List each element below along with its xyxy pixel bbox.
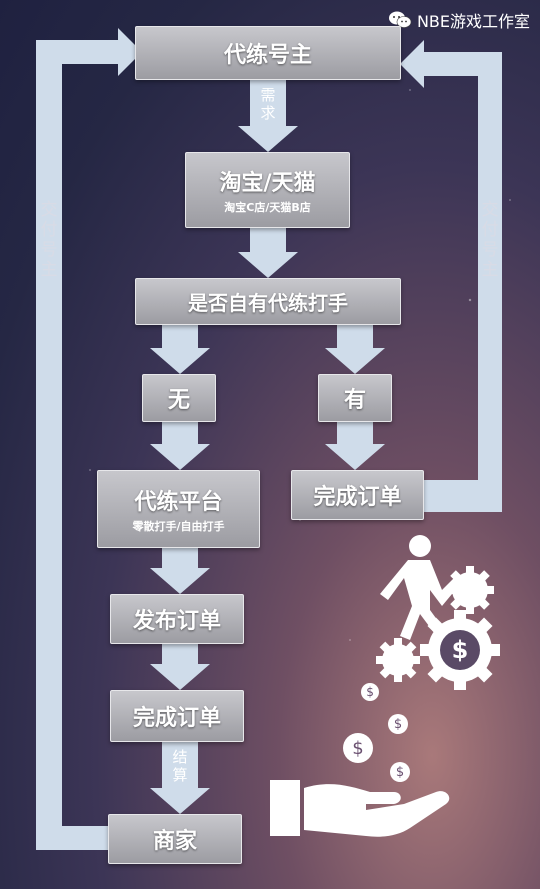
coin-icon: $ bbox=[343, 733, 373, 763]
arrow-publish-to-complete bbox=[150, 644, 210, 690]
arrow-no-to-platform bbox=[150, 422, 210, 470]
arrow-top-to-taobao bbox=[238, 80, 298, 152]
node-subtitle: 零散打手/自由打手 bbox=[132, 520, 225, 533]
watermark-text: NBE游戏工作室 bbox=[416, 12, 530, 31]
svg-text:$: $ bbox=[452, 636, 469, 664]
node-title: 是否自有代练打手 bbox=[188, 291, 348, 315]
node-account-owner: 代练号主 bbox=[135, 26, 401, 80]
wechat-icon bbox=[388, 11, 412, 28]
watermark: NBE游戏工作室 bbox=[388, 8, 530, 32]
label-deliver-left: 交付号主 bbox=[40, 200, 58, 280]
gear-icon: $ bbox=[420, 610, 500, 690]
coin-icon: $ bbox=[390, 762, 410, 782]
coin-icon: $ bbox=[361, 683, 379, 701]
arrow-question-to-yes bbox=[325, 325, 385, 374]
node-title: 完成订单 bbox=[132, 706, 221, 731]
svg-text:$: $ bbox=[396, 765, 404, 780]
svg-text:$: $ bbox=[394, 717, 402, 732]
node-platform: 代练平台 零散打手/自由打手 bbox=[97, 470, 260, 548]
node-title: 淘宝/天猫 bbox=[219, 171, 316, 196]
gear-icon bbox=[376, 638, 420, 682]
label-deliver-right: 交付号主 bbox=[481, 200, 499, 280]
node-no: 无 bbox=[142, 374, 216, 422]
label-demand: 需求 bbox=[260, 86, 276, 122]
node-title: 无 bbox=[167, 388, 190, 413]
hand-icon bbox=[270, 780, 450, 837]
node-merchant: 商家 bbox=[108, 814, 242, 864]
svg-text:$: $ bbox=[352, 738, 363, 759]
arrow-question-to-no bbox=[150, 325, 210, 374]
node-title: 商家 bbox=[152, 829, 197, 854]
arrow-left-loop bbox=[36, 28, 142, 850]
arrow-complete-to-merchant bbox=[150, 742, 210, 814]
node-complete-right: 完成订单 bbox=[291, 470, 424, 520]
node-yes: 有 bbox=[318, 374, 392, 422]
node-taobao: 淘宝/天猫 淘宝C店/天猫B店 bbox=[185, 152, 350, 228]
node-title: 有 bbox=[343, 388, 366, 413]
node-question: 是否自有代练打手 bbox=[135, 278, 401, 325]
running-man-icon bbox=[380, 535, 462, 640]
label-settle: 结算 bbox=[172, 748, 188, 784]
gear-icon bbox=[446, 566, 494, 614]
node-title: 代练平台 bbox=[134, 490, 223, 515]
node-publish: 发布订单 bbox=[110, 594, 244, 644]
node-title: 代练号主 bbox=[223, 43, 312, 68]
node-title: 完成订单 bbox=[313, 485, 402, 510]
arrow-right-loop bbox=[400, 40, 502, 512]
node-complete-left: 完成订单 bbox=[110, 690, 244, 742]
node-title: 发布订单 bbox=[132, 609, 221, 634]
business-illustration: $ $ $ $ $ bbox=[270, 535, 500, 837]
arrow-platform-to-publish bbox=[150, 548, 210, 594]
arrow-yes-to-complete bbox=[325, 422, 385, 470]
coin-icon: $ bbox=[388, 714, 408, 734]
svg-text:$: $ bbox=[366, 685, 374, 699]
node-subtitle: 淘宝C店/天猫B店 bbox=[224, 201, 311, 214]
arrow-taobao-to-question bbox=[238, 228, 298, 278]
